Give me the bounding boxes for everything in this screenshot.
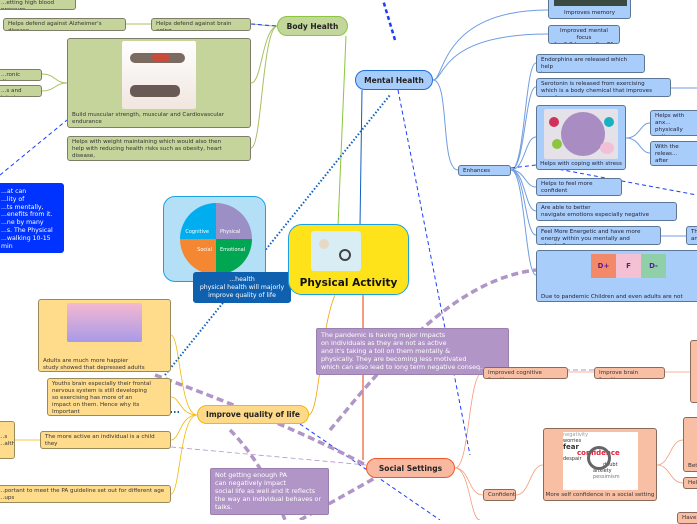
node-pandemic-impact[interactable]: D+ F D- Due to pandemic Children and eve… bbox=[536, 250, 697, 302]
node-enhances-mood[interactable]: Enhances mood bbox=[458, 165, 511, 176]
badge-d-minus: D- bbox=[641, 254, 666, 278]
pie-label-social: Social bbox=[197, 247, 212, 253]
wellness-pie: Cognitive Physical Social Emotional bbox=[180, 203, 252, 275]
pie-physical bbox=[216, 203, 252, 239]
badge-f: F bbox=[616, 254, 641, 278]
node-brain-function[interactable]: Improve brain function bbox=[594, 367, 665, 379]
memory-image bbox=[554, 0, 627, 6]
node-text: Build muscular strength, muscular and Ca… bbox=[72, 112, 225, 125]
node-left-partial[interactable]: ...s ...alth bbox=[0, 421, 15, 459]
pie-social bbox=[180, 239, 216, 275]
callout-pandemic[interactable]: The pandemic is having major impacts on … bbox=[316, 328, 509, 375]
node-text: Due to pandemic Children and even adults… bbox=[541, 294, 683, 300]
node-pa-guideline[interactable]: ...portant to meet the PA guideline set … bbox=[0, 485, 171, 503]
node-chronic-diseases[interactable]: ...ronic diseases bbox=[0, 69, 42, 81]
node-anxiety[interactable]: Helps with anx... physically activ... re… bbox=[650, 110, 697, 136]
central-topic[interactable]: Physical Activity bbox=[288, 224, 409, 295]
node-brain-aging[interactable]: Helps defend against brain aging bbox=[151, 18, 251, 31]
body-health-topic[interactable]: Body Health bbox=[277, 16, 348, 36]
node-weight[interactable]: Helps with weight maintaining which woul… bbox=[67, 136, 251, 161]
node-youths-brain[interactable]: Youths brain especially their frontal ne… bbox=[47, 378, 171, 416]
badge-d-plus: D+ bbox=[591, 254, 616, 278]
blue-note[interactable]: ...at can ...lity of ...ts mentally, ...… bbox=[0, 183, 64, 253]
node-text: Improves memory bbox=[563, 10, 616, 16]
node-energetic[interactable]: Feel More Energetic and have more energy… bbox=[536, 226, 661, 245]
node-muscular-strength[interactable]: Build muscular strength, muscular and Ca… bbox=[67, 38, 251, 128]
node-endorphins[interactable]: Endorphins are released which help impro… bbox=[536, 54, 645, 73]
node-better-partial[interactable]: Bet... bbox=[683, 417, 697, 472]
stress-image bbox=[544, 109, 618, 159]
central-title: Physical Activity bbox=[299, 277, 398, 289]
node-coping-stress[interactable]: Helps with coping with stress bbox=[536, 105, 626, 170]
node-serotonin[interactable]: Serotonin is released from exercising wh… bbox=[536, 78, 671, 97]
pie-caption[interactable]: ...health physical health will majorly i… bbox=[193, 272, 291, 303]
node-self-esteem[interactable]: Helps to feel more confident increasing … bbox=[536, 178, 622, 196]
node-navigate-emotions[interactable]: Are able to better navigate emotions esp… bbox=[536, 202, 677, 221]
pie-label-physical: Physical bbox=[220, 229, 240, 235]
node-alzheimers[interactable]: Helps defend against Alzheimer's disease bbox=[3, 18, 126, 31]
mental-health-topic[interactable]: Mental Health bbox=[355, 70, 433, 90]
physical-activity-image bbox=[311, 231, 361, 271]
node-release[interactable]: With the releas... after exercising... m… bbox=[650, 141, 697, 166]
pushup-anatomy-image bbox=[122, 41, 196, 109]
pie-label-cognitive: Cognitive bbox=[185, 229, 209, 235]
node-adults-happier[interactable]: Adults are much more happier study showe… bbox=[38, 299, 171, 372]
node-high-blood-pressure[interactable]: ...etting high blood pressure bbox=[0, 0, 76, 10]
node-cognitive-function[interactable]: Improved cognitive function bbox=[483, 367, 568, 379]
quality-of-life-topic[interactable]: Improve quality of life bbox=[197, 405, 309, 424]
node-help-partial[interactable]: Hel... bbox=[683, 477, 697, 489]
pie-emotional bbox=[216, 239, 252, 275]
node-text: Helps with coping with stress bbox=[540, 161, 622, 167]
node-text: More self confidence in a social setting bbox=[545, 492, 655, 498]
node-right-partial[interactable] bbox=[690, 340, 697, 403]
node-energetic-child[interactable]: Th... an... bbox=[686, 226, 697, 245]
node-improves-memory[interactable]: Improves memory bbox=[548, 0, 631, 19]
node-have-partial[interactable]: Have... bbox=[677, 512, 697, 524]
wellness-pie-node[interactable]: Cognitive Physical Social Emotional bbox=[163, 196, 266, 282]
node-active-child[interactable]: The more active an individual is a child… bbox=[40, 431, 171, 449]
node-mental-focus[interactable]: Improved mental focus for 2-3 hours afte… bbox=[548, 25, 620, 44]
pie-cognitive bbox=[180, 203, 216, 239]
node-confident[interactable]: Confident bbox=[483, 489, 516, 501]
runners-image bbox=[67, 303, 142, 342]
social-settings-topic[interactable]: Social Settings bbox=[366, 458, 455, 478]
node-injuries[interactable]: ...s and injuries bbox=[0, 85, 42, 97]
pie-label-emotional: Emotional bbox=[220, 247, 245, 253]
grade-badges: D+ F D- bbox=[591, 254, 666, 278]
callout-not-enough-pa[interactable]: Not getting enough PA can negatively imp… bbox=[210, 468, 329, 515]
node-text: Adults are much more happier study showe… bbox=[43, 358, 145, 371]
